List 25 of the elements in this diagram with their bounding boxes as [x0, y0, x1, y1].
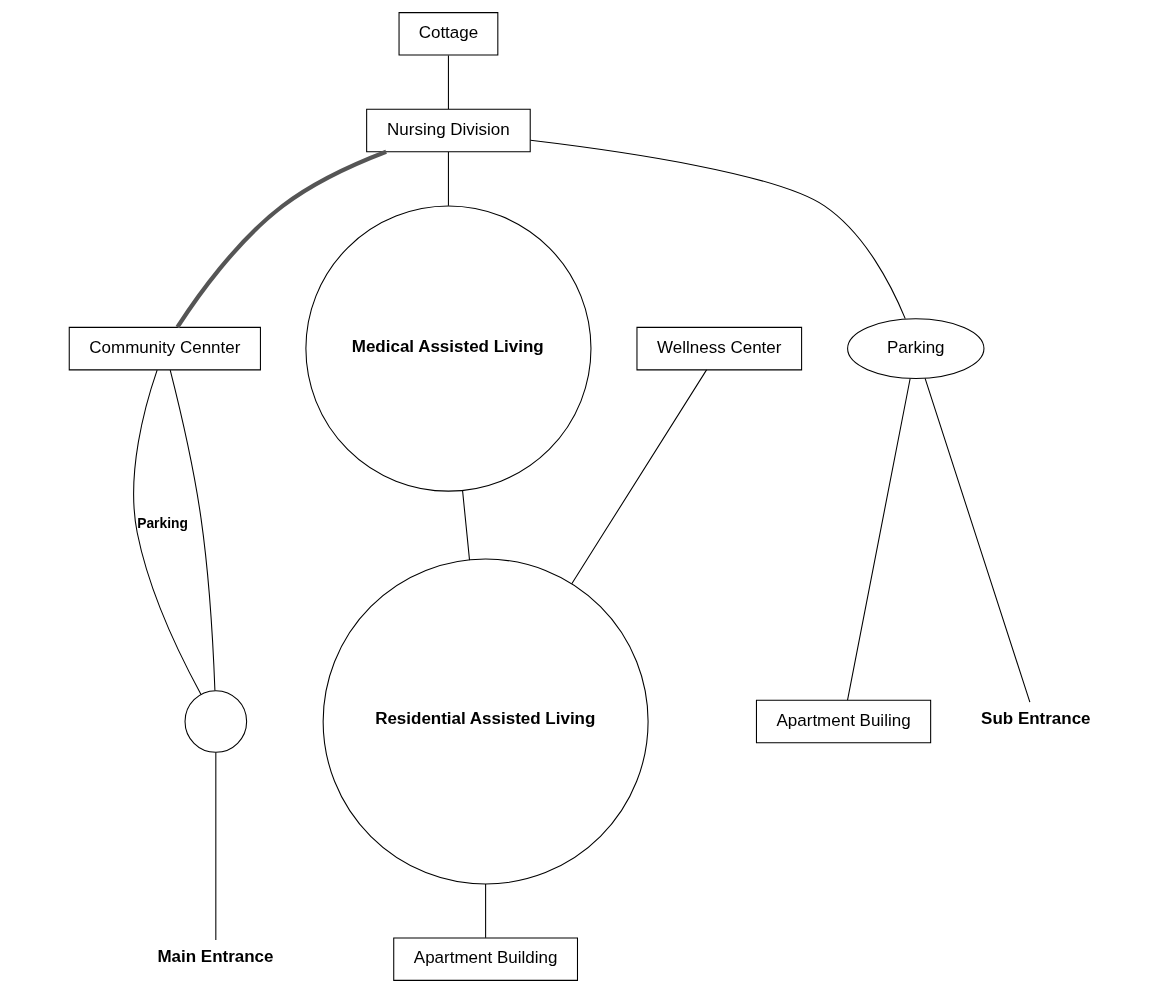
node-box: Community Cennter: [68, 326, 261, 371]
node-box: Cottage: [398, 12, 498, 56]
node-box: Wellness Center: [635, 326, 802, 371]
node-box: Apartment Building: [392, 937, 578, 981]
connector: [484, 883, 486, 939]
connector: [132, 369, 202, 695]
node-ellipse: Parking: [846, 318, 984, 379]
connector: [529, 139, 906, 320]
connector: [461, 490, 470, 561]
node-circle: Residential Assisted Living: [322, 558, 649, 885]
connector: [169, 369, 215, 691]
node-box: Nursing Division: [365, 108, 531, 153]
node-text: Sub Entrance: [980, 709, 1091, 729]
node-box: Apartment Builing: [755, 699, 931, 744]
node-text: Main Entrance: [156, 947, 273, 967]
connector: [175, 149, 387, 329]
node-circle: [184, 690, 247, 753]
connector: [570, 369, 707, 585]
connector: [447, 151, 449, 207]
connector: [846, 378, 911, 701]
connector: [214, 751, 216, 941]
node-circle: Medical Assisted Living: [304, 205, 591, 492]
edge-label: Parking: [136, 515, 188, 531]
connector: [447, 54, 449, 110]
connector: [924, 377, 1030, 703]
